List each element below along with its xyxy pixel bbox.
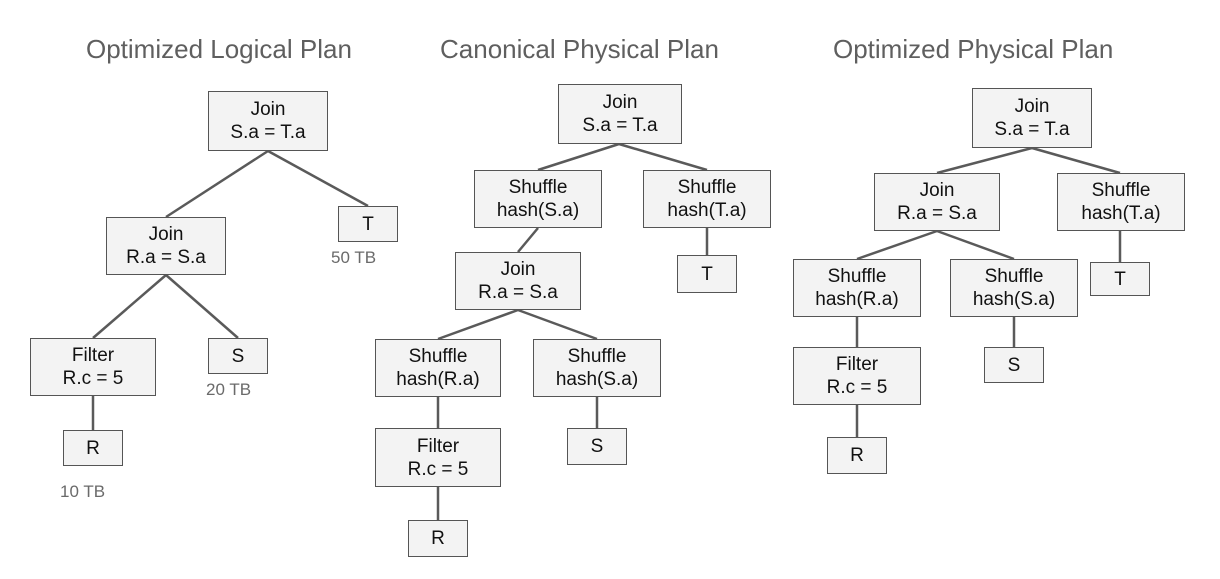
node-label: Join <box>250 99 286 120</box>
node-label: Join <box>500 259 536 280</box>
node-label: Shuffle <box>677 177 737 198</box>
node-join-r-s: Join R.a = S.a <box>874 173 1000 231</box>
node-shuffle-s: Shuffle hash(S.a) <box>474 170 602 228</box>
node-s: S <box>567 428 627 465</box>
node-r: R <box>827 437 887 474</box>
node-label: S.a = T.a <box>230 122 306 143</box>
node-label: R.a = S.a <box>478 282 558 303</box>
node-t: T <box>1090 262 1150 296</box>
node-label: R.c = 5 <box>826 377 888 398</box>
node-r: R <box>408 520 468 557</box>
node-shuffle-s-lower: Shuffle hash(S.a) <box>533 339 661 397</box>
node-label: Join <box>148 224 184 245</box>
node-r: R <box>63 430 123 466</box>
node-label: R.c = 5 <box>407 458 469 480</box>
diagram-title-logical: Optimized Logical Plan <box>86 34 352 64</box>
edge <box>165 149 269 219</box>
node-join-r-s: Join R.a = S.a <box>106 217 226 275</box>
node-label: Filter <box>416 435 460 457</box>
node-label: Filter <box>835 354 879 375</box>
edge <box>517 227 539 253</box>
node-label: hash(T.a) <box>1081 203 1161 224</box>
node-label: S <box>231 345 245 367</box>
node-label: R <box>850 445 864 466</box>
node-join-r-s: Join R.a = S.a <box>455 252 581 310</box>
node-label: Shuffle <box>984 266 1044 287</box>
node-label: hash(R.a) <box>815 289 899 310</box>
node-label: S <box>1007 354 1021 376</box>
node-t: T <box>677 255 737 293</box>
edge <box>267 149 369 208</box>
node-shuffle-r: Shuffle hash(R.a) <box>375 339 501 397</box>
node-label: T <box>362 213 374 235</box>
node-join-s-t: Join S.a = T.a <box>208 91 328 151</box>
edge <box>92 274 167 339</box>
node-label: Filter <box>71 345 115 366</box>
node-filter: Filter R.c = 5 <box>793 347 921 405</box>
node-label: Join <box>602 92 638 113</box>
edge <box>936 229 1015 261</box>
node-s: S <box>208 338 268 374</box>
edge <box>1031 146 1121 175</box>
edge <box>517 308 598 341</box>
node-filter: Filter R.c = 5 <box>30 338 156 396</box>
node-label: T <box>701 263 713 285</box>
diagram-title-canonical: Canonical Physical Plan <box>440 34 719 64</box>
node-label: S.a = T.a <box>994 119 1070 140</box>
node-label: R.a = S.a <box>897 203 977 224</box>
node-shuffle-r: Shuffle hash(R.a) <box>793 259 921 317</box>
edge <box>437 308 519 341</box>
node-label: hash(R.a) <box>396 369 480 390</box>
node-s: S <box>984 347 1044 383</box>
node-label: S <box>590 436 604 457</box>
node-shuffle-s: Shuffle hash(S.a) <box>950 259 1078 317</box>
node-label: hash(S.a) <box>555 369 639 390</box>
node-label: R.a = S.a <box>126 247 206 268</box>
edge <box>537 142 620 172</box>
node-filter: Filter R.c = 5 <box>375 428 501 487</box>
node-label: R <box>86 437 100 459</box>
edge <box>618 142 708 172</box>
node-label: hash(S.a) <box>972 289 1056 310</box>
size-note-s: 20 TB <box>206 380 252 399</box>
node-label: Join <box>1014 96 1050 117</box>
node-label: R <box>431 528 445 549</box>
edge <box>165 274 239 339</box>
node-shuffle-t: Shuffle hash(T.a) <box>1057 173 1185 231</box>
node-shuffle-t: Shuffle hash(T.a) <box>643 170 771 228</box>
edge <box>936 146 1033 175</box>
node-label: Shuffle <box>508 177 568 198</box>
node-join-s-t: Join S.a = T.a <box>972 88 1092 148</box>
node-label: hash(T.a) <box>667 200 747 221</box>
node-t: T <box>338 206 398 242</box>
node-label: Shuffle <box>827 266 887 287</box>
node-label: T <box>1114 268 1126 290</box>
diagram-title-optimized-physical: Optimized Physical Plan <box>833 34 1114 64</box>
size-note-t: 50 TB <box>331 248 377 267</box>
node-label: hash(S.a) <box>496 200 580 221</box>
size-note-r: 10 TB <box>60 482 106 501</box>
node-join-s-t: Join S.a = T.a <box>558 84 682 144</box>
node-label: S.a = T.a <box>582 115 658 136</box>
node-label: Join <box>919 180 955 201</box>
node-label: Shuffle <box>1091 180 1151 201</box>
node-label: Shuffle <box>567 346 627 367</box>
node-label: R.c = 5 <box>62 368 124 389</box>
node-label: Shuffle <box>408 346 468 367</box>
edge <box>856 229 938 261</box>
